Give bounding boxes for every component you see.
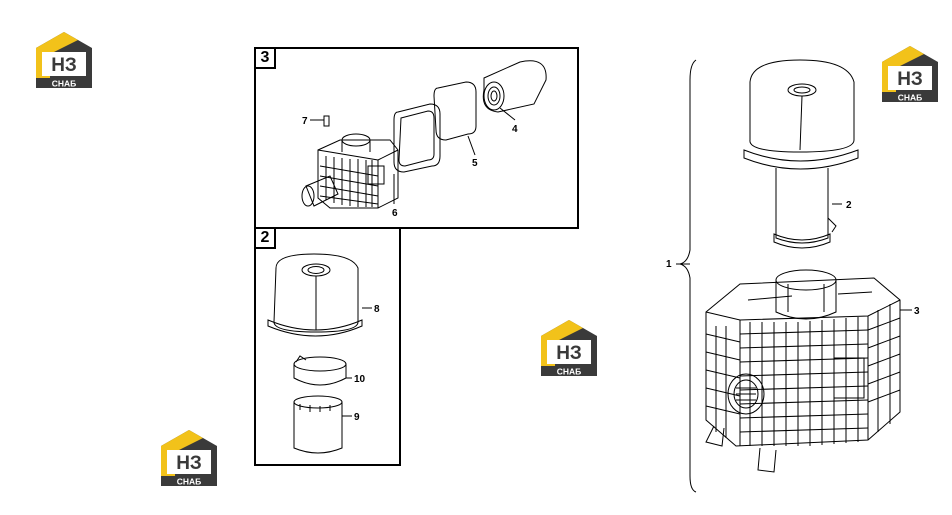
logo-letters: НЗ [897,69,923,90]
brand-logo: НЗ СНАБ [36,32,92,89]
pin-drawing [323,115,330,127]
callout-8: 8 [374,304,380,315]
callout-7: 7 [302,116,308,127]
precleaner-cap-drawing [267,253,363,337]
logo-caption: СНАБ [898,93,923,103]
panel-2-label: 2 [256,229,276,249]
brand-logo: НЗ СНАБ [541,320,597,377]
gasket-drawing [433,81,477,141]
brand-logo: НЗ СНАБ [161,430,217,487]
brand-logo: НЗ СНАБ [882,46,938,103]
callout-10: 10 [354,374,366,385]
callout-3: 3 [914,306,920,317]
logo-caption: СНАБ [557,367,582,377]
panel-3-label: 3 [256,49,276,69]
housing-small-drawing [301,133,399,209]
panel-2: 2 [254,227,401,466]
seal-frame-drawing [393,103,441,173]
logo-caption: СНАБ [52,79,77,89]
callout-2: 2 [846,200,852,211]
clamp-drawing [293,355,347,386]
logo-letters: НЗ [556,343,582,364]
logo-letters: НЗ [51,55,77,76]
adapter-drawing [293,395,343,454]
callout-1: 1 [666,259,672,270]
callout-4: 4 [512,124,518,135]
filter-cartridge-drawing [482,60,547,121]
panel-3: 3 [254,47,579,229]
logo-letters: НЗ [176,453,202,474]
callout-9: 9 [354,412,360,423]
logo-caption: СНАБ [177,477,202,487]
callout-5: 5 [472,158,478,169]
main-housing-drawing [705,269,901,473]
callout-6: 6 [392,208,398,219]
precleaner-drawing [743,59,859,249]
